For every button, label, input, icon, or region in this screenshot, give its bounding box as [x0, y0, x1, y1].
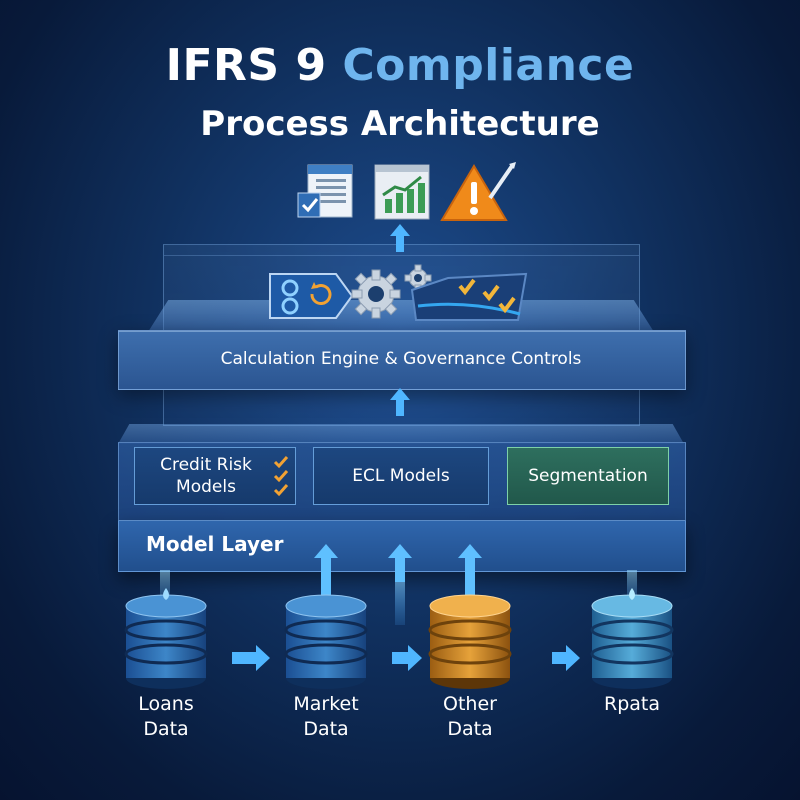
rpata-line1: Rpata — [604, 693, 660, 715]
page-subtitle: Process Architecture — [200, 104, 600, 144]
other-line1: Other — [443, 693, 497, 715]
decision-tag-icon — [269, 273, 354, 319]
title-part1: IFRS 9 — [165, 40, 327, 91]
data-source-label-other: Other Data — [410, 692, 530, 742]
database-icon-loans — [124, 588, 208, 689]
data-source-label-loans: Loans Data — [106, 692, 226, 742]
credit-risk-models-line2: Models — [176, 477, 236, 497]
market-line1: Market — [293, 693, 359, 715]
loans-line1: Loans — [138, 693, 194, 715]
credit-risk-models-line1: Credit Risk — [160, 455, 252, 475]
up-arrow-top — [390, 224, 410, 252]
loans-line2: Data — [143, 718, 189, 740]
chart-report-icon — [374, 164, 430, 220]
calculation-layer — [118, 330, 686, 390]
up-arrow-middle — [390, 388, 410, 416]
database-icon-other — [428, 594, 512, 689]
database-icon-rpata — [590, 588, 674, 689]
validation-check-icon — [410, 272, 528, 321]
calculation-layer-top — [148, 300, 654, 332]
calculation-layer-label: Calculation Engine & Governance Controls — [220, 349, 582, 369]
ecl-models-box: ECL Models — [313, 447, 489, 505]
data-source-label-market: Market Data — [266, 692, 386, 742]
market-line2: Data — [303, 718, 349, 740]
database-icon-market — [284, 594, 368, 689]
credit-risk-models-box: Credit Risk Models — [134, 447, 296, 505]
segmentation-box: Segmentation — [507, 447, 669, 505]
data-source-label-rpata: Rpata — [572, 692, 692, 717]
model-layer-top — [118, 424, 684, 444]
model-input-arrows — [314, 544, 482, 600]
data-flow-arrows — [232, 645, 580, 671]
other-line2: Data — [447, 718, 493, 740]
model-layer-label: Model Layer — [146, 532, 284, 556]
warning-icon — [440, 162, 516, 221]
gear-icon — [351, 264, 432, 319]
title-part2: Compliance — [342, 40, 635, 91]
checklist-icon — [273, 456, 289, 497]
report-document-icon — [297, 164, 353, 218]
page-title: IFRS 9 Compliance — [0, 40, 800, 91]
